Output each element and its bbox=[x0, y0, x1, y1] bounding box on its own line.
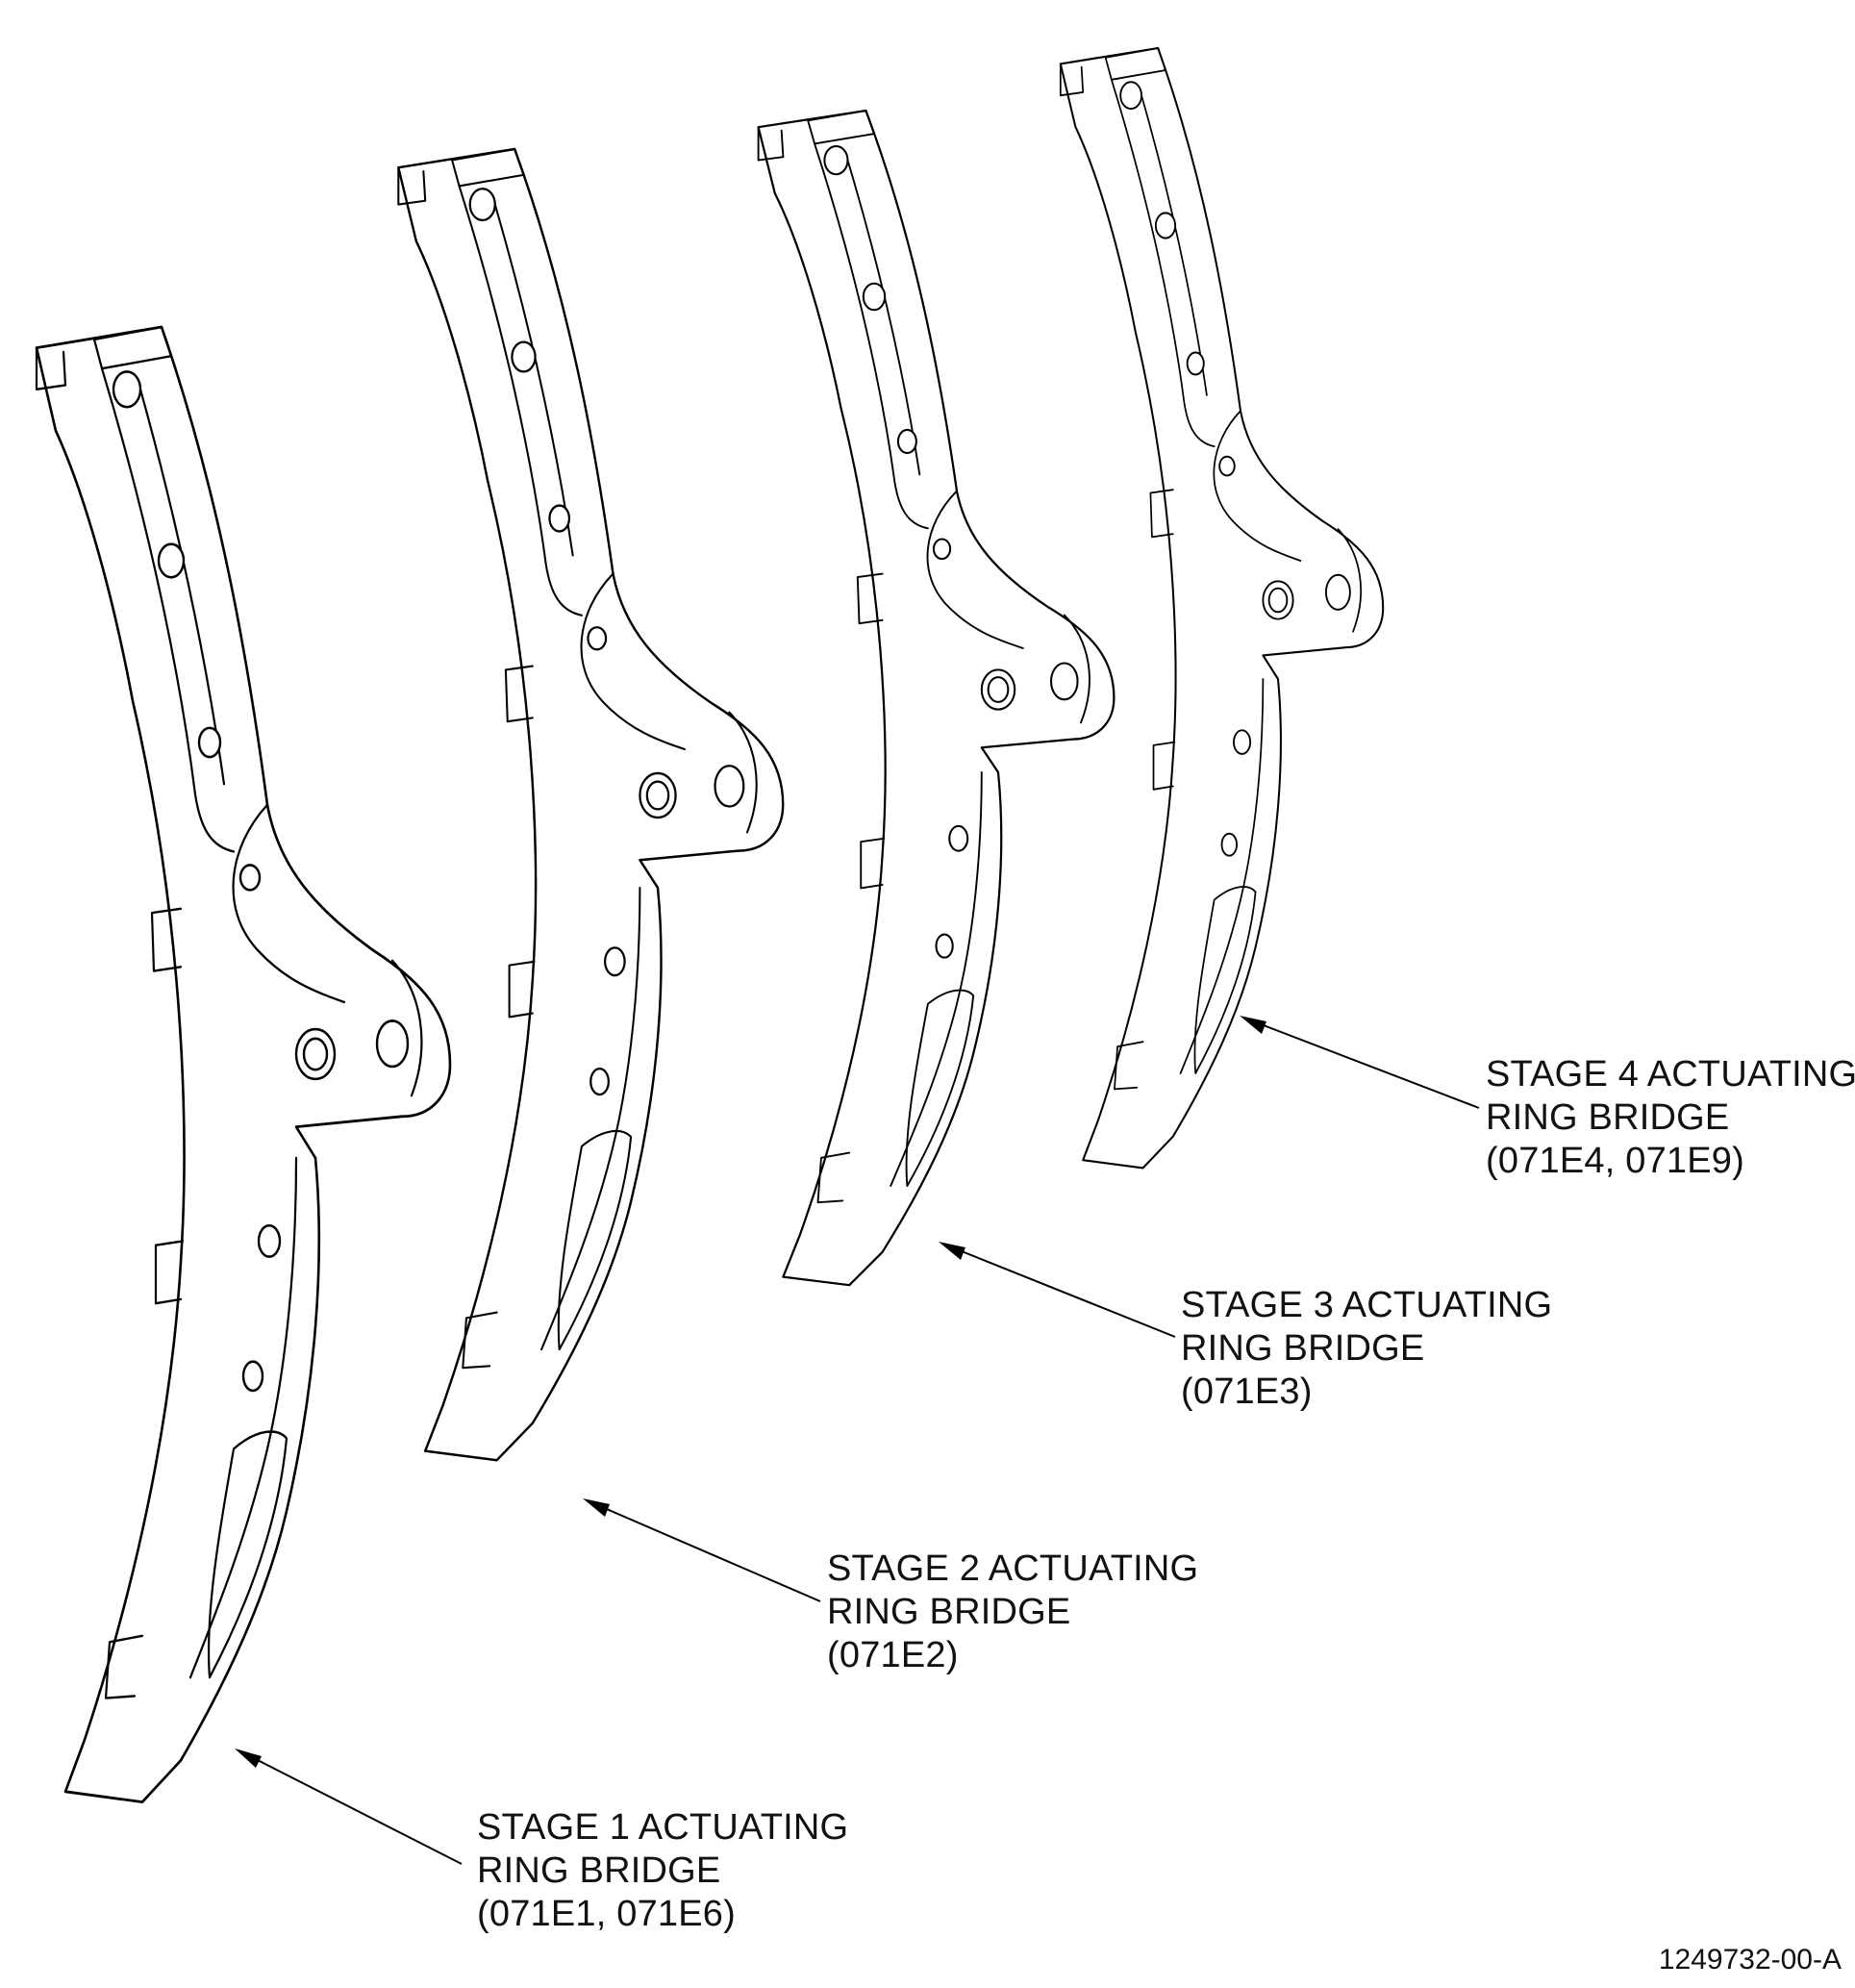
stage-2-ring-bridge bbox=[397, 147, 785, 1462]
callout-stage-2-line2: RING BRIDGE bbox=[827, 1592, 1071, 1632]
drawing-number: 1249732-00-A bbox=[1658, 1944, 1842, 1975]
callout-stage-1: STAGE 1 ACTUATING RING BRIDGE (071E1, 07… bbox=[477, 1806, 848, 1936]
callout-stage-3-line2: RING BRIDGE bbox=[1181, 1328, 1425, 1369]
callout-stage-2-line3: (071E2) bbox=[827, 1635, 959, 1675]
callout-stage-2: STAGE 2 ACTUATING RING BRIDGE (071E2) bbox=[827, 1548, 1198, 1677]
stage-1-ring-bridge bbox=[35, 325, 452, 1804]
leader-stage-1 bbox=[235, 1749, 463, 1865]
callout-stage-1-line2: RING BRIDGE bbox=[477, 1850, 721, 1891]
callout-stage-4: STAGE 4 ACTUATING RING BRIDGE (071E4, 07… bbox=[1486, 1053, 1855, 1183]
stage-3-ring-bridge bbox=[757, 109, 1116, 1287]
leader-stage-3 bbox=[939, 1242, 1176, 1338]
callout-stage-2-line1: STAGE 2 ACTUATING bbox=[827, 1548, 1199, 1589]
callout-stage-1-line3: (071E1, 071E6) bbox=[477, 1894, 736, 1934]
callout-stage-1-line1: STAGE 1 ACTUATING bbox=[477, 1807, 849, 1848]
callout-stage-4-line1: STAGE 4 ACTUATING bbox=[1486, 1054, 1855, 1095]
leader-stage-4 bbox=[1240, 1016, 1480, 1109]
callout-stage-4-line3: (071E4, 071E9) bbox=[1486, 1141, 1744, 1181]
leader-stage-2 bbox=[583, 1498, 821, 1602]
callout-stage-3-line3: (071E3) bbox=[1181, 1371, 1313, 1412]
callout-stage-4-line2: RING BRIDGE bbox=[1486, 1097, 1730, 1138]
callout-stage-3-line1: STAGE 3 ACTUATING bbox=[1181, 1285, 1553, 1325]
stage-4-ring-bridge bbox=[1059, 46, 1385, 1170]
callout-stage-3: STAGE 3 ACTUATING RING BRIDGE (071E3) bbox=[1181, 1284, 1552, 1414]
